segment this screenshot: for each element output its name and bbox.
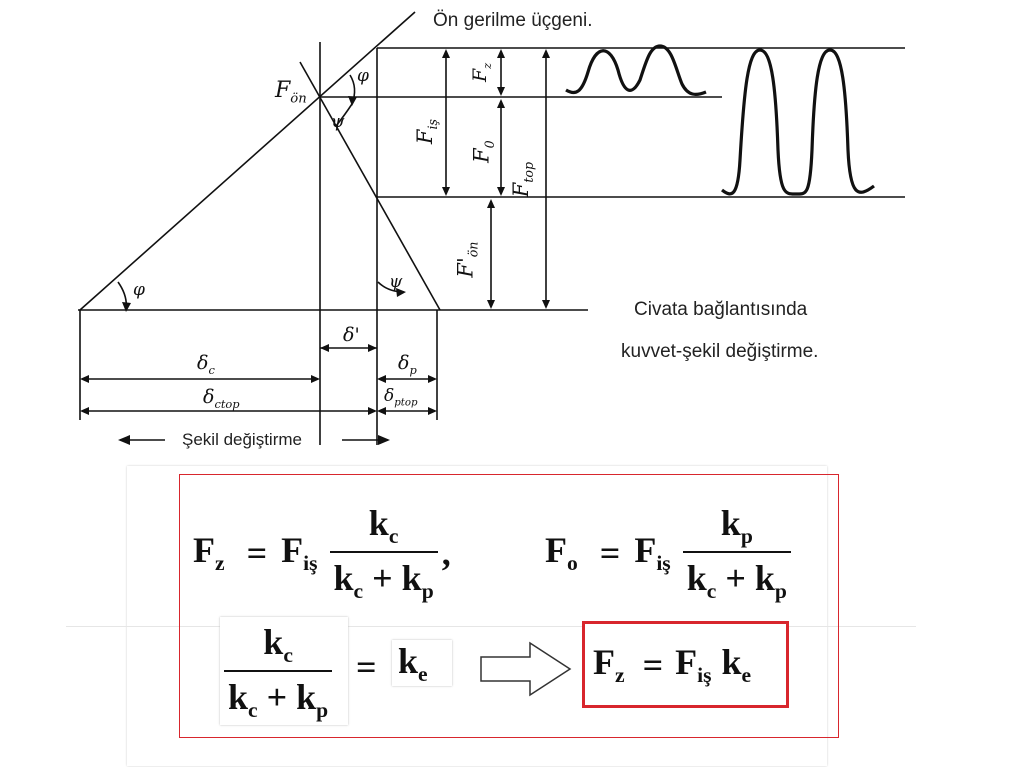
formula-fz: Fz = Fiş kc kc + kp ,: [193, 502, 451, 604]
small-force-wave: [565, 44, 707, 96]
phi-top-label: φ: [357, 66, 369, 86]
ftop-label: Ftop: [509, 161, 537, 198]
implies-arrow-icon: [480, 641, 572, 697]
faint-rule: [66, 626, 916, 627]
caption-line-2: kuvvet-şekil değiştirme.: [621, 341, 819, 362]
ke-box: ke: [392, 640, 452, 686]
f-on-prime-label: F'ön: [453, 241, 481, 278]
f-on-label: Fön: [275, 78, 307, 107]
delta-ctop-label: δctop: [203, 386, 240, 411]
phi-bottom-label: φ: [133, 280, 145, 300]
formula-fz-result: Fz = Fiş ke: [593, 642, 752, 688]
delta-prime-label: δ': [343, 324, 360, 346]
bolt-stiffness-line: [79, 11, 416, 311]
fis-label: Fiş: [412, 119, 441, 145]
caption-line-1: Civata bağlantısında: [634, 299, 808, 320]
formula-fo: Fo = Fiş kp kc + kp: [545, 498, 791, 608]
result-highlight-box: [582, 621, 789, 708]
psi-bottom-label: ψ: [389, 272, 403, 292]
delta-c-label: δc: [197, 352, 215, 377]
formula-ke-definition: kc kc + kp: [224, 620, 333, 724]
fz-label: Fz: [469, 62, 494, 82]
delta-p-label: δp: [398, 352, 417, 377]
part-stiffness-line: [299, 61, 441, 311]
equals-sign: =: [356, 647, 377, 687]
formula-panel: [179, 474, 839, 738]
deformation-label: Şekil değiştirme: [182, 430, 302, 449]
psi-mid-label: ψ: [331, 112, 345, 132]
delta-ptop-label: δptop: [384, 386, 418, 409]
large-force-wave: [721, 48, 875, 196]
f0-label: F0: [469, 140, 497, 163]
diagram-title: Ön gerilme üçgeni.: [433, 10, 593, 31]
